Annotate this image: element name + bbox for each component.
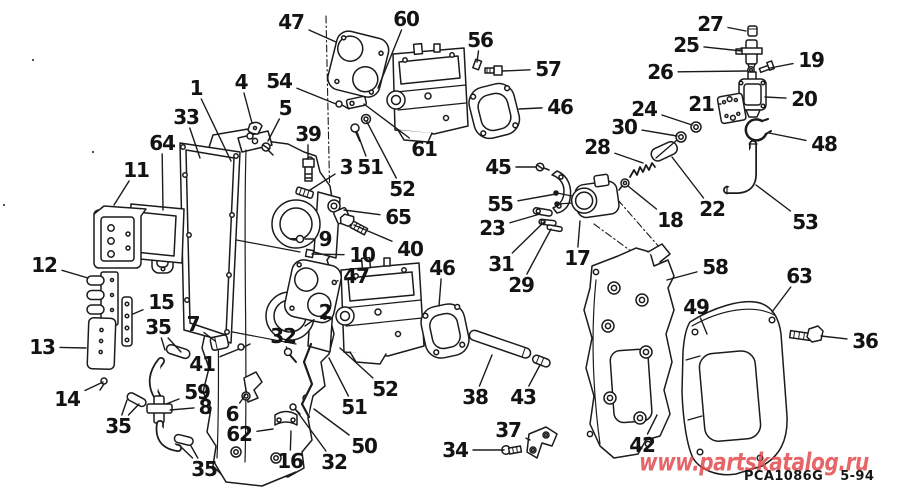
callout-63: 63 [786,264,813,288]
callout-8: 8 [198,395,213,419]
callout-35: 35 [191,457,218,481]
callout-58: 58 [702,255,729,279]
callout-52: 52 [389,177,416,201]
intake-gasket-bottom [283,259,342,324]
callout-43: 43 [510,385,537,409]
fuel-pump-group [716,25,776,195]
callout-18: 18 [657,208,684,232]
document-code-number: PCA1086G [744,469,824,484]
callout-33: 33 [173,105,200,129]
callout-24: 24 [631,97,658,121]
callout-60: 60 [393,7,420,31]
callout-27: 27 [697,12,724,36]
callout-51: 51 [357,155,384,179]
callout-65: 65 [385,205,412,229]
callout-20: 20 [791,87,818,111]
callout-40: 40 [397,237,424,261]
callout-42: 42 [629,433,656,457]
manifold-gasket [179,142,241,344]
callout-52: 52 [372,377,399,401]
callout-21: 21 [688,92,715,116]
callout-47: 47 [343,264,370,288]
callout-25: 25 [673,33,700,57]
callout-4: 4 [234,70,249,94]
callout-14: 14 [54,387,81,411]
document-code-revision: 5-94 [840,469,875,484]
carb-gasket-bottom [420,303,470,359]
callout-46: 46 [429,256,456,280]
callout-28: 28 [584,135,611,159]
reed-plate-set [86,271,133,391]
silencer-cover [681,301,824,476]
callout-35: 35 [105,414,132,438]
callout-10: 10 [349,243,376,267]
callout-2: 2 [318,300,333,324]
document-code: PCA1086G 5-94 [744,469,874,484]
callout-3: 3 [339,155,354,179]
callout-23: 23 [479,216,506,240]
carburetor-bottom [335,256,425,365]
callout-61: 61 [411,137,438,161]
callout-31: 31 [488,252,515,276]
callout-5: 5 [278,96,293,120]
callout-35: 35 [145,315,172,339]
callout-19: 19 [798,48,825,72]
callout-6: 6 [225,402,240,426]
callout-39: 39 [295,122,322,146]
callout-48: 48 [811,132,838,156]
callout-51: 51 [341,395,368,419]
silencer-backplate [583,243,675,459]
callout-46: 46 [547,95,574,119]
callout-17: 17 [564,246,591,270]
callout-62: 62 [226,422,253,446]
throttle-pins [468,329,551,368]
callout-47: 47 [278,10,305,34]
callout-12: 12 [31,253,58,277]
callout-45: 45 [485,155,512,179]
callout-55: 55 [487,192,514,216]
callout-32: 32 [321,450,348,474]
callout-50: 50 [351,434,378,458]
callout-32: 32 [270,324,297,348]
callout-49: 49 [683,295,710,319]
carb-gasket-top [468,82,521,140]
callout-30: 30 [611,115,638,139]
callout-29: 29 [508,273,535,297]
leader-lines [59,26,848,459]
intake-gasket-top [327,30,390,98]
callout-38: 38 [462,385,489,409]
callout-54: 54 [266,69,293,93]
callout-64: 64 [149,131,176,155]
hose-and-fitting-set [126,334,314,452]
callout-59: 59 [184,380,211,404]
callout-13: 13 [29,335,56,359]
callout-57: 57 [535,57,562,81]
callout-1: 1 [189,76,204,100]
callout-36: 36 [852,329,879,353]
callout-22: 22 [699,197,726,221]
callout-26: 26 [647,60,674,84]
callout-9: 9 [318,227,333,251]
reed-valve-housing [93,203,185,269]
callout-37: 37 [495,418,522,442]
callout-7: 7 [186,312,201,336]
callout-53: 53 [792,210,819,234]
callout-11: 11 [123,158,150,182]
callout-34: 34 [442,438,469,462]
specks [3,59,94,206]
watermark-text: www.partskatalog.ru [639,447,869,477]
carburetor-top [386,42,469,143]
callout-56: 56 [467,28,494,52]
carb-mount-screws-top [472,58,503,76]
callout-41: 41 [189,352,216,376]
callout-15: 15 [148,290,175,314]
callout-16: 16 [277,449,304,473]
primer-solenoid-group [532,121,702,233]
